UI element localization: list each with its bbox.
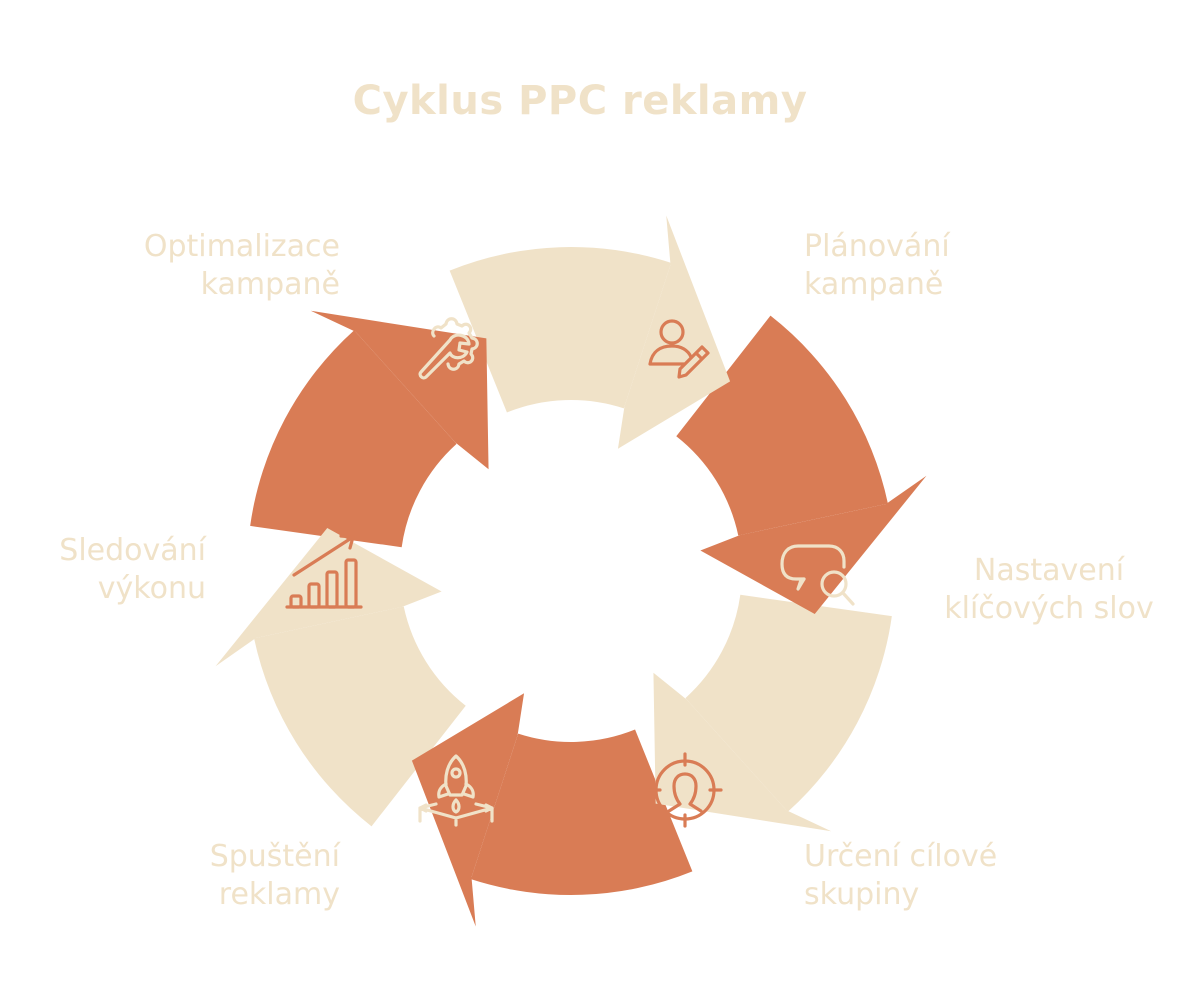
step-label-line: Plánování (804, 229, 950, 264)
step-label-urceni: Určení cílové skupiny (804, 838, 997, 914)
step-label-line: Sledování (59, 533, 206, 568)
step-label-line: kampaně (804, 267, 944, 302)
step-label-line: klíčových slov (944, 591, 1154, 626)
cycle-arrow-head-urceni (653, 672, 832, 832)
step-label-sledovani: Sledování výkonu (20, 532, 206, 608)
target-user-icon (647, 752, 723, 828)
chat-search-icon (780, 544, 855, 606)
cycle-arrow-head-planovani (617, 215, 731, 449)
cycle-arrow-body-planovani (449, 247, 672, 413)
step-label-optimalizace: Optimalizace kampaně (100, 228, 340, 304)
step-label-nastaveni: Nastavení klíčových slov (936, 552, 1162, 628)
step-label-line: kampaně (200, 267, 340, 302)
cycle-arrow-head-optimalizace (310, 310, 489, 470)
step-label-line: Spuštění (209, 839, 340, 874)
step-label-line: výkonu (97, 571, 206, 606)
cycle-arrow-head-spusteni (411, 693, 525, 927)
step-label-line: Nastavení (973, 553, 1125, 588)
rocket-launch-icon (418, 754, 494, 827)
step-label-spusteni: Spuštění reklamy (140, 838, 340, 914)
cycle-arrow-body-nastaveni (676, 315, 888, 536)
wrench-gear-icon (418, 317, 479, 380)
step-label-line: skupiny (804, 877, 920, 912)
cycle-arrow-body-sledovani (254, 606, 466, 827)
cycle-arrow-body-urceni (685, 594, 892, 812)
cycle-arrow-body-optimalizace (250, 330, 457, 548)
step-label-line: Optimalizace (143, 229, 340, 264)
cycle-arrow-body-spusteni (470, 729, 693, 896)
step-label-line: reklamy (218, 877, 340, 912)
user-edit-icon (648, 319, 710, 379)
diagram-title: Cyklus PPC reklamy (352, 78, 808, 124)
step-label-line: Určení cílové (804, 839, 998, 874)
growth-chart-icon (285, 534, 363, 609)
step-label-planovani: Plánování kampaně (804, 228, 950, 304)
